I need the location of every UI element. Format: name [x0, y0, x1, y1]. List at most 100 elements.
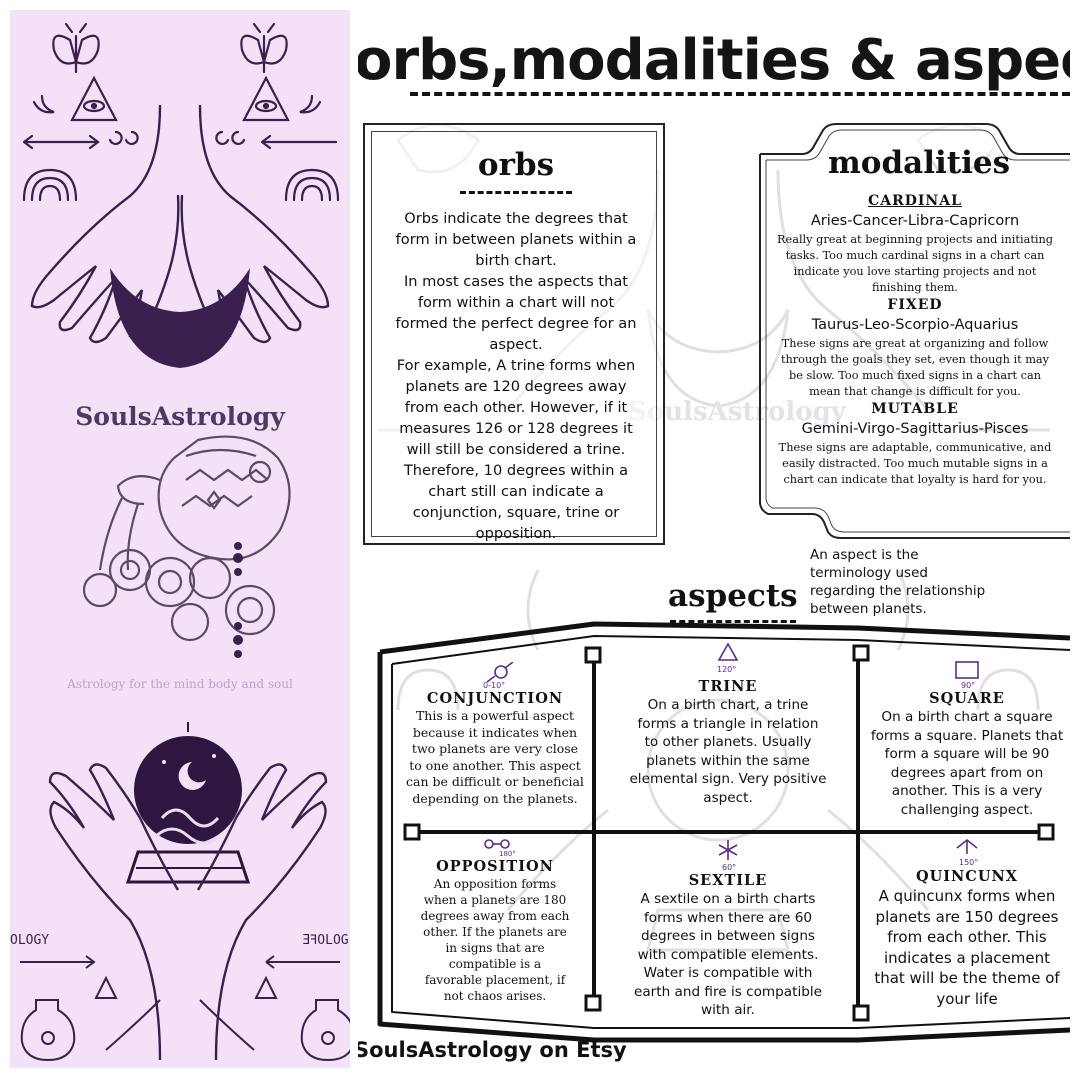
- aspect-name: TRINE: [698, 678, 758, 695]
- aspect-line: forms a square. Planets that: [870, 727, 1064, 744]
- modality-description: These signs are great at organizing and …: [760, 336, 1070, 400]
- aspect-description: A sextile on a birth charts forms when t…: [602, 890, 854, 1020]
- svg-text:120°: 120°: [717, 665, 736, 674]
- aspect-line: another. This is a very: [891, 783, 1043, 799]
- aspect-card-quincunx: 150° QUINCUNX A quincunx forms when plan…: [864, 838, 1070, 1009]
- arrow-icon: [260, 134, 338, 150]
- aspect-line: to other planets. Usually: [644, 734, 812, 750]
- orbs-line: chart still can indicate a: [428, 483, 604, 500]
- brand-illustration: OLOGY ƎꟻOLOG: [10, 22, 350, 1062]
- modalities-body: CARDINAL Aries-Cancer-Libra-Capricorn Re…: [760, 193, 1070, 489]
- arrow-icon: [22, 134, 100, 150]
- aspect-line: forms when there are 60: [643, 909, 813, 926]
- aspect-line: degrees apart from on: [890, 764, 1044, 781]
- aspect-line: forms a triangle in relation: [637, 715, 819, 732]
- side-text-right: ƎꟻOLOG: [302, 933, 349, 948]
- aspects-title: aspects: [668, 578, 798, 614]
- aspect-line: Water is compatible with: [643, 965, 813, 981]
- sextile-symbol-icon: 60°: [718, 840, 738, 872]
- modality-name: MUTABLE: [871, 401, 959, 417]
- aspect-line: degrees away from each: [420, 909, 570, 923]
- moon-icon: [299, 94, 322, 114]
- moth-icon: [240, 22, 288, 74]
- aspect-line: from each other. This: [887, 928, 1047, 946]
- aspect-line: challenging aspect.: [900, 801, 1034, 818]
- eye-pyramid-icon: [70, 75, 118, 122]
- orbs-line: Therefore, 10 degrees within a: [403, 462, 629, 479]
- intro-line: between planets.: [810, 601, 927, 617]
- aspect-name: QUINCUNX: [915, 868, 1018, 885]
- aspect-card-square: 90° SQUARE On a birth chart a square for…: [864, 660, 1070, 819]
- modality-description: Really great at beginning projects and i…: [760, 232, 1070, 296]
- aspect-line: depending on the planets.: [412, 790, 578, 806]
- aspect-line: not chaos arises.: [443, 989, 547, 1003]
- modality-signs: Taurus-Leo-Scorpio-Aquarius: [811, 317, 1019, 333]
- orbs-line: form within a chart will not: [417, 294, 615, 311]
- square-symbol-icon: 90°: [955, 661, 979, 690]
- modality-signs: Gemini-Virgo-Sagittarius-Pisces: [801, 421, 1029, 437]
- modality-line: chart can indicate that loyalty is hard …: [783, 473, 1047, 486]
- aspect-line: aspect.: [703, 789, 753, 806]
- moon-phase-icon: [215, 130, 246, 146]
- orbs-title: orbs: [477, 147, 555, 183]
- opposition-symbol-icon: 180°: [484, 839, 516, 858]
- aspect-card-opposition: 180° OPPOSITION An opposition forms when…: [398, 836, 592, 1004]
- aspect-description: On a birth chart a square forms a square…: [864, 708, 1070, 819]
- aspect-line: in signs that are: [445, 941, 545, 955]
- aspect-line: On a birth chart a square: [881, 709, 1053, 725]
- aspect-line: A quincunx forms when: [878, 887, 1056, 905]
- aspect-line: indicates a placement: [883, 948, 1051, 967]
- aspect-line: elemental sign. Very positive: [629, 771, 827, 787]
- potion-bottle-icon: [300, 999, 350, 1062]
- aspect-line: planets within the same: [646, 752, 810, 769]
- aspect-line: This is a powerful aspect: [415, 708, 575, 723]
- aspects-intro: An aspect is the terminology used regard…: [810, 546, 1040, 618]
- aspect-card-sextile: 60° SEXTILE A sextile on a birth charts …: [602, 838, 854, 1020]
- orbs-section: orbs Orbs indicate the degrees that form…: [363, 123, 665, 545]
- aspect-line: earth and fire is compatible: [633, 983, 823, 1000]
- orbs-line: measures 126 or 128 degrees it: [399, 420, 633, 437]
- modality-line: Really great at beginning projects and i…: [777, 233, 1053, 246]
- orbs-line: formed the perfect degree for an: [395, 315, 637, 332]
- hands-illustration: [48, 763, 328, 1061]
- intro-line: An aspect is the: [810, 547, 919, 563]
- svg-text:180°: 180°: [499, 850, 516, 858]
- aspect-name: SEXTILE: [688, 872, 768, 889]
- aspect-line: On a birth chart, a trine: [647, 697, 809, 713]
- rainbow-icon: [284, 168, 340, 202]
- aspect-line: with compatible elements.: [637, 946, 819, 963]
- modality-name: FIXED: [887, 297, 943, 313]
- crystal-ball-illustration: [125, 722, 251, 884]
- aspect-card-conjunction: 0-10° CONJUNCTION This is a powerful asp…: [398, 662, 592, 808]
- aspect-line: two planets are very close: [411, 741, 579, 757]
- orbs-line: conjunction, square, trine or: [412, 504, 620, 521]
- side-text-left: OLOGY: [10, 933, 49, 948]
- aspect-line: can be difficult or beneficial: [406, 774, 584, 790]
- modality-line: be slow. Too much fixed signs in a chart…: [789, 369, 1041, 382]
- crescent-moon-icon: [110, 268, 250, 368]
- modality-line: indicate you love starting projects and …: [793, 265, 1037, 278]
- aspect-description: An opposition forms when a planets are 1…: [398, 876, 592, 1004]
- modality-signs: Aries-Cancer-Libra-Capricorn: [810, 213, 1020, 229]
- modality-line: finishing them.: [871, 281, 958, 294]
- brand-panel: OLOGY ƎꟻOLOG SoulsAstrology Astrology fo…: [10, 10, 350, 1068]
- modality-line: These signs are adaptable, communicative…: [778, 441, 1052, 454]
- rainbow-icon: [22, 168, 78, 202]
- aspect-name: OPPOSITION: [436, 858, 554, 875]
- modalities-title: modalities: [828, 145, 1011, 181]
- orbs-line: aspect.: [489, 336, 543, 353]
- moth-icon: [52, 22, 100, 74]
- arrow-icon: [20, 955, 340, 1051]
- water-pot-illustration: [82, 435, 291, 642]
- modality-line: mean that change is difficult for you.: [809, 385, 1021, 398]
- potion-bottle-icon: [20, 999, 76, 1062]
- aspect-description: This is a powerful aspect because it ind…: [398, 708, 592, 808]
- brand-tagline: Astrology for the mind body and soul: [67, 677, 293, 691]
- orbs-line: from each other. However, if it: [404, 399, 628, 416]
- orbs-line: will still be considered a trine.: [406, 441, 626, 458]
- aspect-description: On a birth chart, a trine forms a triang…: [602, 696, 854, 807]
- orbs-line: birth chart.: [475, 252, 557, 269]
- orbs-divider: [460, 191, 572, 194]
- aspect-description: A quincunx forms when planets are 150 de…: [864, 886, 1070, 1009]
- aspect-line: An opposition forms: [433, 877, 557, 891]
